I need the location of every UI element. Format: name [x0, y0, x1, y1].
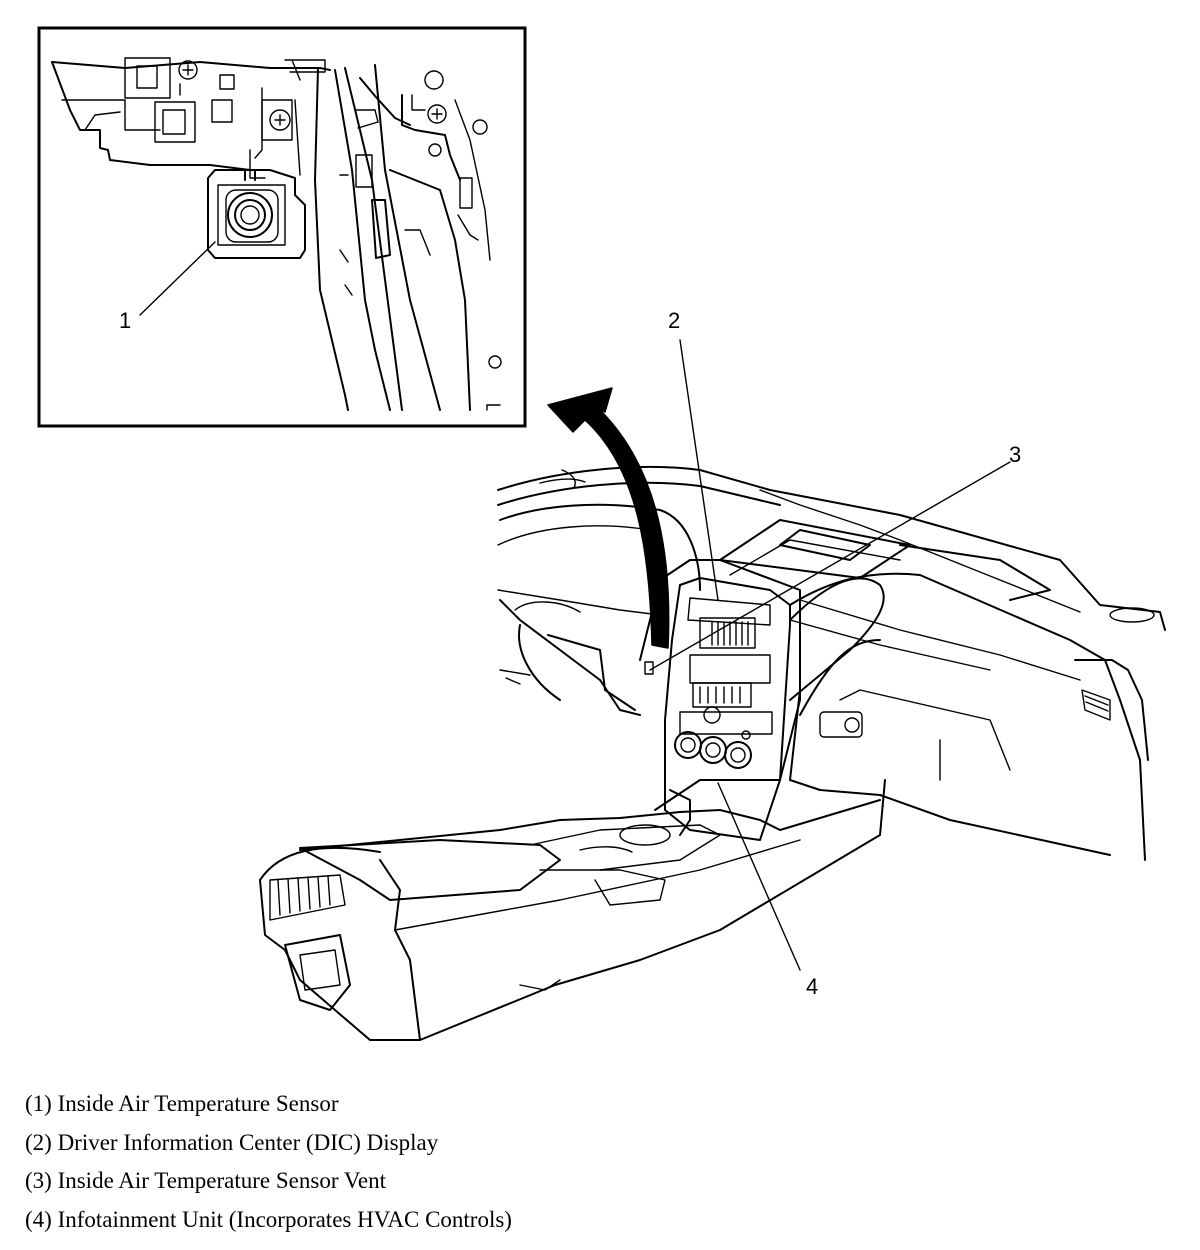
dic-display [689, 654, 771, 684]
hvac-knobs [674, 731, 752, 769]
right-vent [1081, 689, 1111, 721]
dashboard-illustration [259, 339, 1166, 1041]
inset-detail-view [37, 26, 527, 428]
callout-4: 4 [806, 974, 818, 999]
sensor-vent [644, 661, 654, 675]
radio-buttons [679, 682, 773, 740]
inset-linework [51, 57, 502, 411]
inset-frame [37, 26, 527, 428]
legend-item: (3) Inside Air Temperature Sensor Vent [25, 1168, 386, 1193]
legend-item: (4) Infotainment Unit (Incorporates HVAC… [25, 1206, 512, 1232]
rear-vent [269, 874, 351, 1011]
legend: (1) Inside Air Temperature Sensor (2) Dr… [25, 1085, 1125, 1239]
callout-3: 3 [1009, 442, 1021, 467]
curved-arrow [547, 387, 670, 649]
dash-diagram: 1 2 3 4 [37, 26, 1166, 1041]
callout-1: 1 [119, 308, 131, 333]
legend-item: (2) Driver Information Center (DIC) Disp… [25, 1129, 439, 1155]
callout-2: 2 [668, 308, 680, 333]
legend-item: (1) Inside Air Temperature Sensor [25, 1091, 339, 1116]
